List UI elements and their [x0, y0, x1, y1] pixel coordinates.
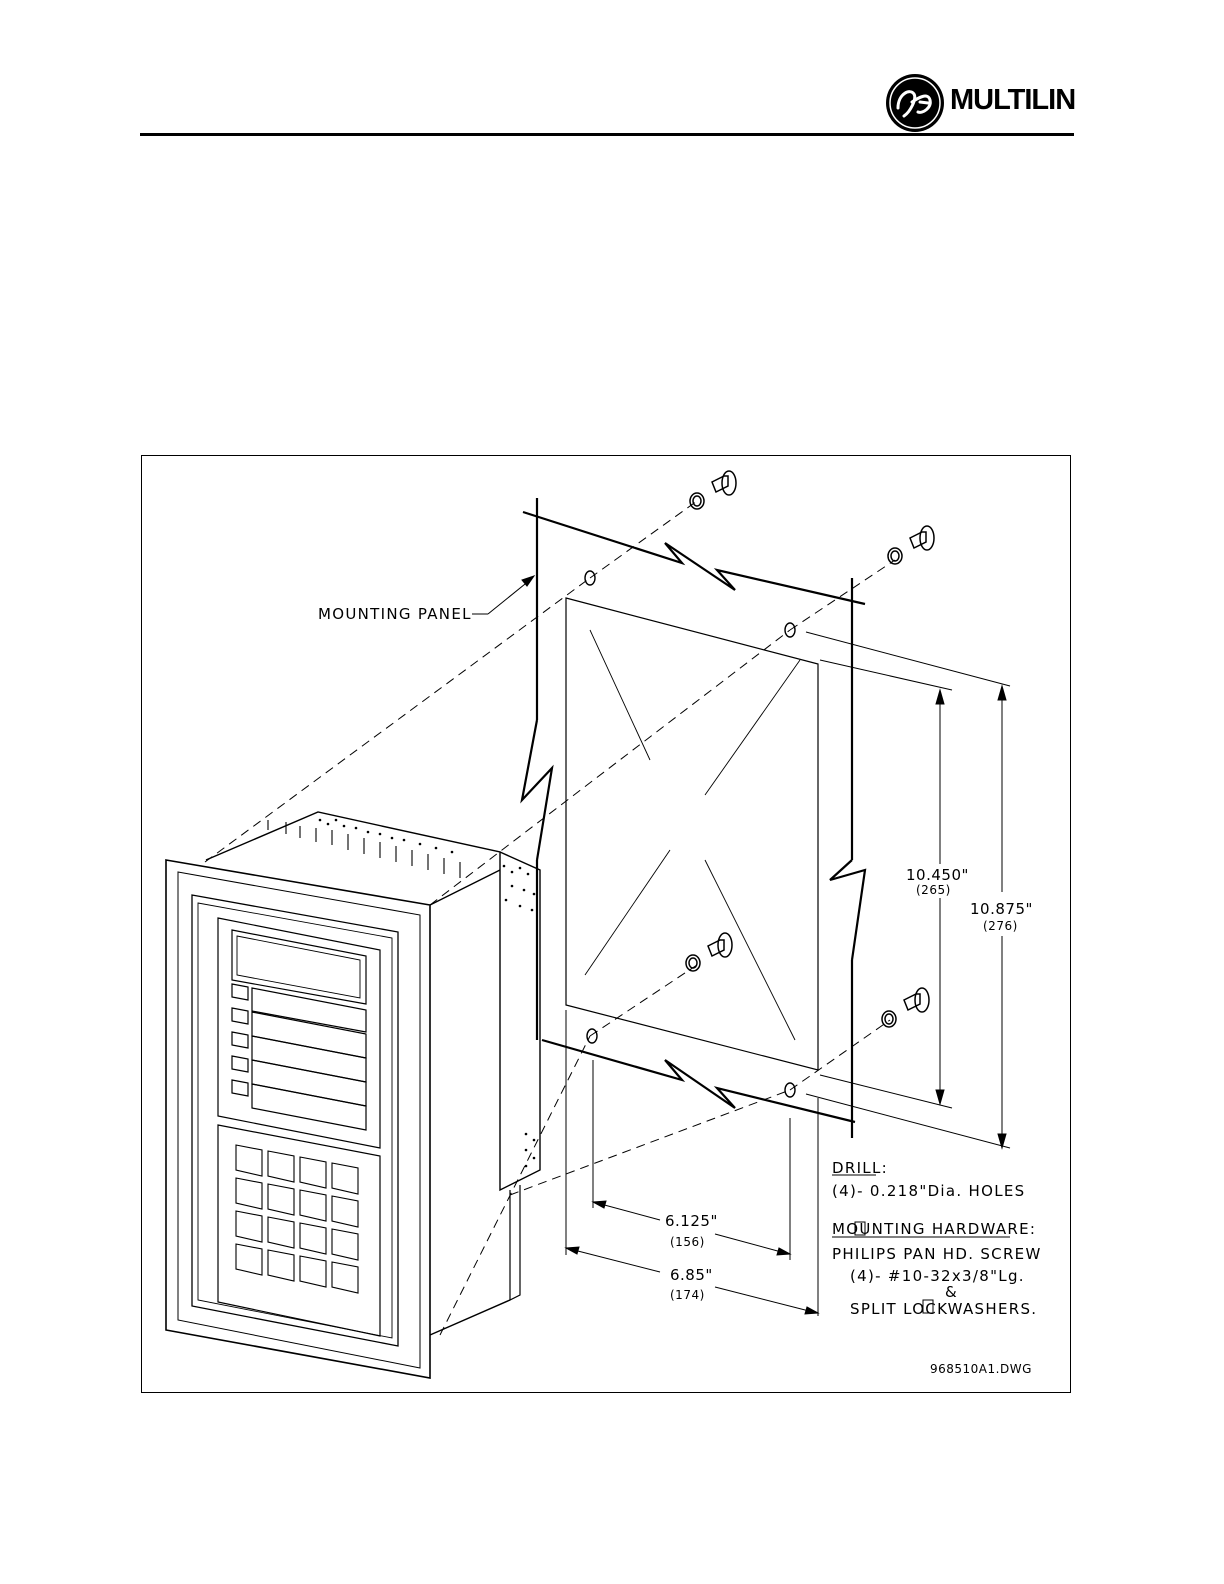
hardware-line-4: SPLIT LOCKWASHERS.: [850, 1300, 1037, 1318]
drill-heading: DRILL:: [832, 1159, 888, 1177]
dim-width-outer: 6.85": [670, 1266, 713, 1284]
dim-height-outer-mm: (276): [983, 919, 1018, 933]
panel-cutout: [566, 598, 818, 1070]
drill-note: (4)- 0.218"Dia. HOLES: [832, 1182, 1025, 1200]
hardware-line-1: PHILIPS PAN HD. SCREW: [832, 1245, 1042, 1263]
hardware-heading: MOUNTING HARDWARE:: [832, 1220, 1036, 1238]
screws-and-washers: [686, 471, 934, 1027]
hardware-line-2: (4)- #10-32x3/8"Lg.: [850, 1267, 1025, 1285]
mounting-panel: [522, 498, 865, 1138]
dim-height-inner: 10.450": [906, 866, 969, 884]
drawing-id: 968510A1.DWG: [930, 1362, 1032, 1376]
dim-height-outer: 10.875": [970, 900, 1033, 918]
mounting-panel-label: MOUNTING PANEL: [318, 605, 472, 623]
dim-height-inner-mm: (265): [916, 883, 951, 897]
projection-lines: [205, 501, 895, 1335]
dimension-lines: [472, 576, 1010, 1316]
relay-unit: [166, 812, 540, 1378]
dim-width-inner: 6.125": [665, 1212, 718, 1230]
hardware-line-3: &: [945, 1283, 958, 1301]
dim-width-outer-mm: (174): [670, 1288, 705, 1302]
dim-width-inner-mm: (156): [670, 1235, 705, 1249]
